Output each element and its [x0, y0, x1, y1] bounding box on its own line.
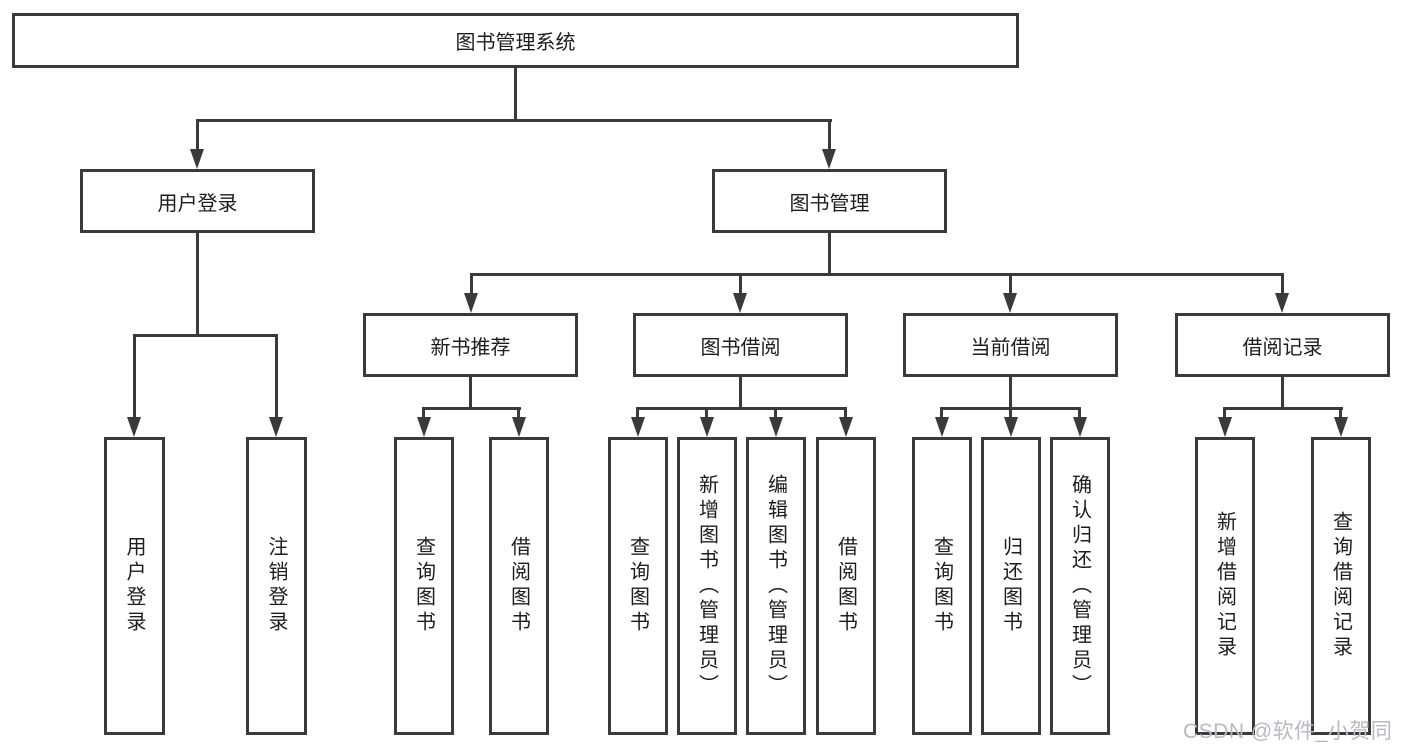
- connector-stub: [636, 407, 639, 421]
- connector-stub: [1339, 407, 1342, 421]
- connector-stub: [133, 334, 136, 419]
- arrowhead-down: [1275, 293, 1289, 313]
- leaf-user-login: 用户登录: [104, 437, 165, 735]
- connector-stub: [470, 273, 473, 295]
- leaf-query-books-current-label: 查询图书: [930, 536, 953, 636]
- node-new-book-recommendation: 新书推荐: [363, 313, 578, 377]
- node-current-borrowing: 当前借阅: [903, 313, 1118, 377]
- connector-borrowing-stem: [739, 377, 742, 409]
- node-user-login: 用户登录: [80, 169, 315, 233]
- leaf-query-books-current: 查询图书: [912, 437, 972, 735]
- connector-stub: [275, 334, 278, 419]
- connector-stub: [1281, 273, 1284, 295]
- connector-stub: [517, 407, 520, 421]
- leaf-add-borrow-record-label: 新增借阅记录: [1213, 511, 1236, 661]
- node-new-book-recommendation-label: 新书推荐: [430, 336, 511, 359]
- node-book-borrowing: 图书借阅: [633, 313, 848, 377]
- node-user-login-label: 用户登录: [157, 192, 238, 215]
- connector-stub: [844, 407, 847, 421]
- connector-borrowing-bar: [636, 407, 847, 410]
- connector-stub: [196, 119, 199, 153]
- arrowhead-down: [512, 417, 526, 437]
- arrowhead-down: [822, 149, 836, 169]
- arrowhead-down: [839, 417, 853, 437]
- arrowhead-down: [769, 417, 783, 437]
- arrowhead-down: [269, 417, 283, 437]
- csdn-watermark: CSDN @软件_小贺同学: [1183, 720, 1393, 743]
- connector-records-stem: [1281, 377, 1284, 409]
- connector-stub: [1009, 273, 1012, 295]
- arrowhead-down: [1334, 417, 1348, 437]
- node-root: 图书管理系统: [12, 13, 1019, 68]
- connector-stub: [1223, 407, 1226, 421]
- arrowhead-down: [464, 293, 478, 313]
- connector-root-stem: [514, 68, 517, 121]
- connector-bookmgmt-stem: [828, 233, 831, 275]
- leaf-user-login-label: 用户登录: [123, 536, 145, 636]
- leaf-logout: 注销登录: [246, 437, 307, 735]
- arrowhead-down: [1004, 417, 1018, 437]
- node-root-label: 图书管理系统: [455, 32, 576, 54]
- connector-recommend-stem: [469, 377, 472, 409]
- node-book-borrowing-label: 图书借阅: [700, 336, 781, 359]
- connector-stub: [705, 407, 708, 421]
- leaf-return-books: 归还图书: [981, 437, 1041, 735]
- leaf-add-borrow-record: 新增借阅记录: [1195, 437, 1255, 735]
- connector-records-bar: [1223, 407, 1343, 410]
- arrowhead-down: [1003, 293, 1017, 313]
- arrowhead-down: [127, 417, 141, 437]
- leaf-query-books-borrowing: 查询图书: [608, 437, 668, 735]
- leaf-borrow-books-recommend: 借阅图书: [489, 437, 549, 735]
- arrowhead-down: [733, 293, 747, 313]
- leaf-query-books-recommend: 查询图书: [394, 437, 454, 735]
- node-borrowing-records: 借阅记录: [1175, 313, 1390, 377]
- connector-userlogin-bar: [133, 334, 278, 337]
- leaf-borrow-books: 借阅图书: [816, 437, 876, 735]
- leaf-query-books-borrowing-label: 查询图书: [626, 536, 649, 636]
- node-book-management: 图书管理: [712, 169, 947, 233]
- connector-stub: [739, 273, 742, 295]
- leaf-borrow-books-label: 借阅图书: [834, 536, 857, 636]
- leaf-add-books-admin: 新增图书（管理员）: [677, 437, 737, 735]
- leaf-query-books-recommend-label: 查询图书: [412, 536, 435, 636]
- connector-bookmgmt-bar: [470, 273, 1283, 276]
- connector-recommend-bar: [422, 407, 521, 410]
- connector-userlogin-stem: [196, 233, 199, 336]
- arrowhead-down: [700, 417, 714, 437]
- node-book-management-label: 图书管理: [789, 192, 870, 215]
- arrowhead-down: [631, 417, 645, 437]
- leaf-query-borrow-record: 查询借阅记录: [1311, 437, 1371, 735]
- leaf-confirm-return-admin-label: 确认归还（管理员）: [1068, 473, 1091, 699]
- arrowhead-down: [190, 149, 204, 169]
- leaf-confirm-return-admin: 确认归还（管理员）: [1050, 437, 1110, 735]
- leaf-edit-books-admin: 编辑图书（管理员）: [746, 437, 806, 735]
- arrowhead-down: [1218, 417, 1232, 437]
- connector-stub: [774, 407, 777, 421]
- node-borrowing-records-label: 借阅记录: [1242, 336, 1323, 359]
- connector-stub: [1009, 407, 1012, 421]
- connector-stub: [828, 119, 831, 153]
- leaf-edit-books-admin-label: 编辑图书（管理员）: [764, 473, 787, 699]
- leaf-borrow-books-recommend-label: 借阅图书: [507, 536, 530, 636]
- arrowhead-down: [935, 417, 949, 437]
- connector-stub: [1078, 407, 1081, 421]
- connector-stub: [422, 407, 425, 421]
- connector-current-stem: [1009, 377, 1012, 409]
- node-current-borrowing-label: 当前借阅: [970, 336, 1051, 359]
- leaf-return-books-label: 归还图书: [999, 536, 1022, 636]
- arrowhead-down: [1073, 417, 1087, 437]
- leaf-add-books-admin-label: 新增图书（管理员）: [695, 473, 718, 699]
- arrowhead-down: [417, 417, 431, 437]
- leaf-logout-label: 注销登录: [265, 536, 287, 636]
- connector-stub: [940, 407, 943, 421]
- connector-root-bar: [196, 119, 832, 122]
- leaf-query-borrow-record-label: 查询借阅记录: [1329, 511, 1352, 661]
